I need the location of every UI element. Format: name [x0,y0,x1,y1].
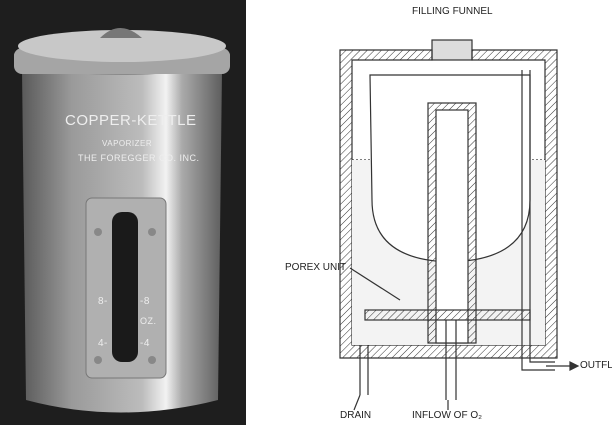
screw [148,356,156,364]
outflow-pipe [521,70,555,371]
vaporizer-can-drawing [14,28,230,413]
outflow-pipe [529,70,555,363]
label-filling-funnel: FILLING FUNNEL [412,6,493,17]
lid-top [18,30,226,62]
sight-glass [112,212,138,362]
maker-engraving: THE FOREGGER CO. INC. [78,153,200,163]
drain-leader-line [353,394,361,411]
scale-mark: 4- [98,338,108,349]
scale-unit: OZ. [140,316,157,326]
product-engraving: VAPORIZER [102,139,153,148]
copper-kettle-photo: COPPER-KETTLE VAPORIZER THE FOREGGER CO.… [0,0,246,425]
scale-mark: 8- [98,296,108,307]
screw [94,228,102,236]
screw [94,356,102,364]
brand-engraving: COPPER-KETTLE [65,112,197,129]
filling-funnel [431,39,473,61]
label-drain: DRAIN [340,410,372,421]
lid-handle [100,28,142,38]
outer-shell [339,49,558,359]
scale-mark: -4 [140,338,150,349]
porex-unit [364,309,531,321]
label-outflow: OUTFLOW [580,360,612,371]
outflow-arrow-head [569,361,580,371]
scale-mark: -8 [140,296,150,307]
label-porex-unit: POREX UNIT [285,262,347,273]
screw [148,228,156,236]
label-inflow-o2: INFLOW OF O₂ [412,410,482,421]
central-tube-bore [435,109,469,344]
porex-leader-line [349,267,401,301]
